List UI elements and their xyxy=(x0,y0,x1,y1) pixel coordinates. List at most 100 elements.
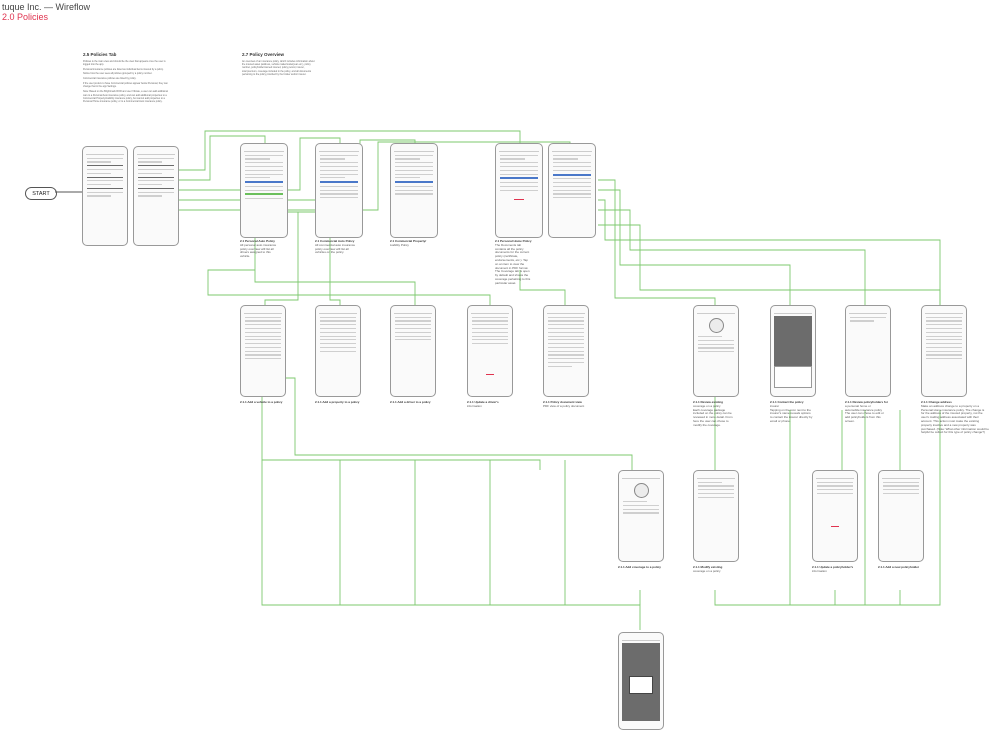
personal-home-coverage-screen[interactable] xyxy=(548,143,596,238)
note-line: Note: Based on the Brightmark ROR and us… xyxy=(83,90,168,94)
caption-line: modify the coverage. xyxy=(693,422,721,427)
connector xyxy=(598,189,791,305)
commercial-property-policy-screen[interactable] xyxy=(390,143,438,238)
caption-line: for the address of the insured property,… xyxy=(921,411,983,416)
caption-title: 2.1.1 Add a property to a policy xyxy=(315,400,360,404)
note-line: logged into the app. xyxy=(83,63,105,67)
caption-line: The user can chose to edit or xyxy=(845,411,884,416)
caption-line: All commercial auto insurance xyxy=(315,242,356,247)
personal-auto-policy-caption: 2.1 Personal Auto Policy All personal au… xyxy=(240,239,290,259)
caption-line: purchased. (Note: What other information… xyxy=(921,426,989,431)
caption-line: information xyxy=(812,568,827,573)
submitted-request-dialog[interactable] xyxy=(629,676,653,695)
add-policyholder-screen[interactable] xyxy=(878,470,924,562)
caption-title: 2.1 Commercial Property/ xyxy=(390,239,427,243)
caption-line: policy (certificate, xyxy=(495,254,519,259)
add-coverage-screen[interactable] xyxy=(618,470,664,562)
caption-line: insurer's name reveals options xyxy=(770,411,811,416)
connector xyxy=(254,235,416,305)
add-driver-caption: 2.1.1 Add a driver to a policy xyxy=(390,400,440,405)
policy-document-screen[interactable] xyxy=(543,305,589,397)
caption-title: 2.1 Commercial Auto Policy xyxy=(315,239,355,243)
caption-line: PDF view of a policy document xyxy=(543,403,585,408)
note-line: Policies is the main view and should be … xyxy=(83,60,166,63)
connector xyxy=(170,141,571,211)
caption-line: documents for the current xyxy=(495,250,530,255)
caption-line: add policyholders from this xyxy=(845,415,881,420)
caption-title: 2.1 Personal Home Policy xyxy=(495,239,532,243)
caption-line: contains all the policy xyxy=(495,246,524,251)
update-policyholder-caption: 2.1.1 Update a policyholder's informatio… xyxy=(812,565,862,574)
caption-line: vehicles on the policy. xyxy=(315,250,345,255)
caption-line: policy overview will list all xyxy=(240,246,274,251)
caption-line: particular asset. xyxy=(495,280,517,285)
caption-line: here the user can chose to xyxy=(693,418,729,423)
modify-coverage-screen[interactable] xyxy=(693,470,739,562)
policies-list-screen[interactable] xyxy=(82,146,128,246)
note-line: Personal insurance policies are listed a… xyxy=(83,68,164,72)
caption-line: document in PDF format. xyxy=(495,265,529,270)
caption-line: email or phone. xyxy=(770,418,791,423)
profile-avatar-icon xyxy=(708,318,724,333)
caption-line: account. This action must make the exist… xyxy=(921,418,980,423)
submitted-request-screen[interactable] xyxy=(618,632,664,730)
commercial-auto-policy-caption: 2.1 Commercial Auto Policy All commercia… xyxy=(315,239,365,255)
connector xyxy=(280,377,633,470)
caption-line: to contact the insurer directly by xyxy=(770,415,813,420)
add-property-caption: 2.1.1 Add a property to a policy xyxy=(315,400,365,405)
caption-line: user's mailing address associated with t… xyxy=(921,415,979,420)
caption-line: a personal home or xyxy=(845,403,871,408)
update-policyholder-screen[interactable] xyxy=(812,470,858,562)
connector xyxy=(170,135,266,181)
caption-line: included on the policy can be xyxy=(693,411,732,416)
note-line: If the user prefers to have Commercial p… xyxy=(83,82,168,86)
connector xyxy=(261,380,541,470)
update-driver-caption: 2.1.1 Update a driver's information xyxy=(467,400,517,409)
caption-title: 2.1.1 Add a driver to a policy xyxy=(390,400,431,404)
note-line: Personal Home insurance policy, or to a … xyxy=(83,100,163,104)
caption-title: 2.1.1 Policy document view xyxy=(543,400,582,404)
policies-list-screen-alt[interactable] xyxy=(133,146,179,246)
change-address-caption: 2.1.1 Change address Make an address cha… xyxy=(921,400,993,435)
update-driver-screen[interactable] xyxy=(467,305,513,397)
caption-line: Tapping on the icon next to the xyxy=(770,407,811,412)
caption-title: 2.1.1 Update a driver's xyxy=(467,400,499,404)
caption-line: The Documents tab xyxy=(495,242,522,247)
document-title: tuque Inc. — Wireflow xyxy=(2,2,91,12)
note-line: change that in the app Settings. xyxy=(83,85,117,89)
caption-line: All personal auto insurance xyxy=(240,242,277,247)
review-coverage-screen[interactable] xyxy=(693,305,739,397)
note-line: the insured asset (address, vehicle make… xyxy=(242,63,311,67)
caption-line: information xyxy=(467,403,482,408)
review-policyholders-screen[interactable] xyxy=(845,305,891,397)
add-property-screen[interactable] xyxy=(315,305,361,397)
caption-line: vehicle. xyxy=(240,254,251,259)
caption-line: Make an address change to a property on … xyxy=(921,403,980,408)
caption-line: coverage on a policy xyxy=(693,568,721,573)
add-vehicle-caption: 2.1.1 Add a vehicle to a policy xyxy=(240,400,290,405)
contact-insurer-screen[interactable] xyxy=(770,305,816,397)
caption-line: drivers assigned to this xyxy=(240,250,271,255)
connector xyxy=(598,179,716,305)
personal-auto-policy-screen[interactable] xyxy=(240,143,288,238)
policies-tab-note-body: Policies is the main view and should be … xyxy=(83,60,213,103)
policy-overview-note-title: 2.7 Policy Overview xyxy=(242,52,285,57)
caption-line: coverage on a policy xyxy=(693,403,721,408)
contact-action-sheet[interactable] xyxy=(774,366,812,388)
change-address-screen[interactable] xyxy=(921,305,967,397)
caption-title: 2.1.1 Review existing xyxy=(693,400,724,404)
caption-title: 2.1.1 Change address xyxy=(921,400,952,404)
caption-line: Each coverage package xyxy=(693,407,726,412)
note-line: Notice how the user sees all policies gr… xyxy=(83,71,153,75)
commercial-auto-policy-screen[interactable] xyxy=(315,143,363,238)
caption-title: 2.1.1 Contact the policy xyxy=(770,400,804,404)
add-vehicle-screen[interactable] xyxy=(240,305,286,397)
add-driver-screen[interactable] xyxy=(390,305,436,397)
connector xyxy=(598,209,866,305)
personal-home-policy-screen[interactable] xyxy=(495,143,543,238)
connector xyxy=(261,460,641,630)
policies-tab-note-title: 2.5 Policies Tab xyxy=(83,52,117,57)
note-line: An overview of an insurance policy, whic… xyxy=(242,60,315,63)
note-line: total premium, coverage included in the … xyxy=(242,69,312,73)
caption-line: endorsements, etc.). Tap xyxy=(495,257,528,262)
